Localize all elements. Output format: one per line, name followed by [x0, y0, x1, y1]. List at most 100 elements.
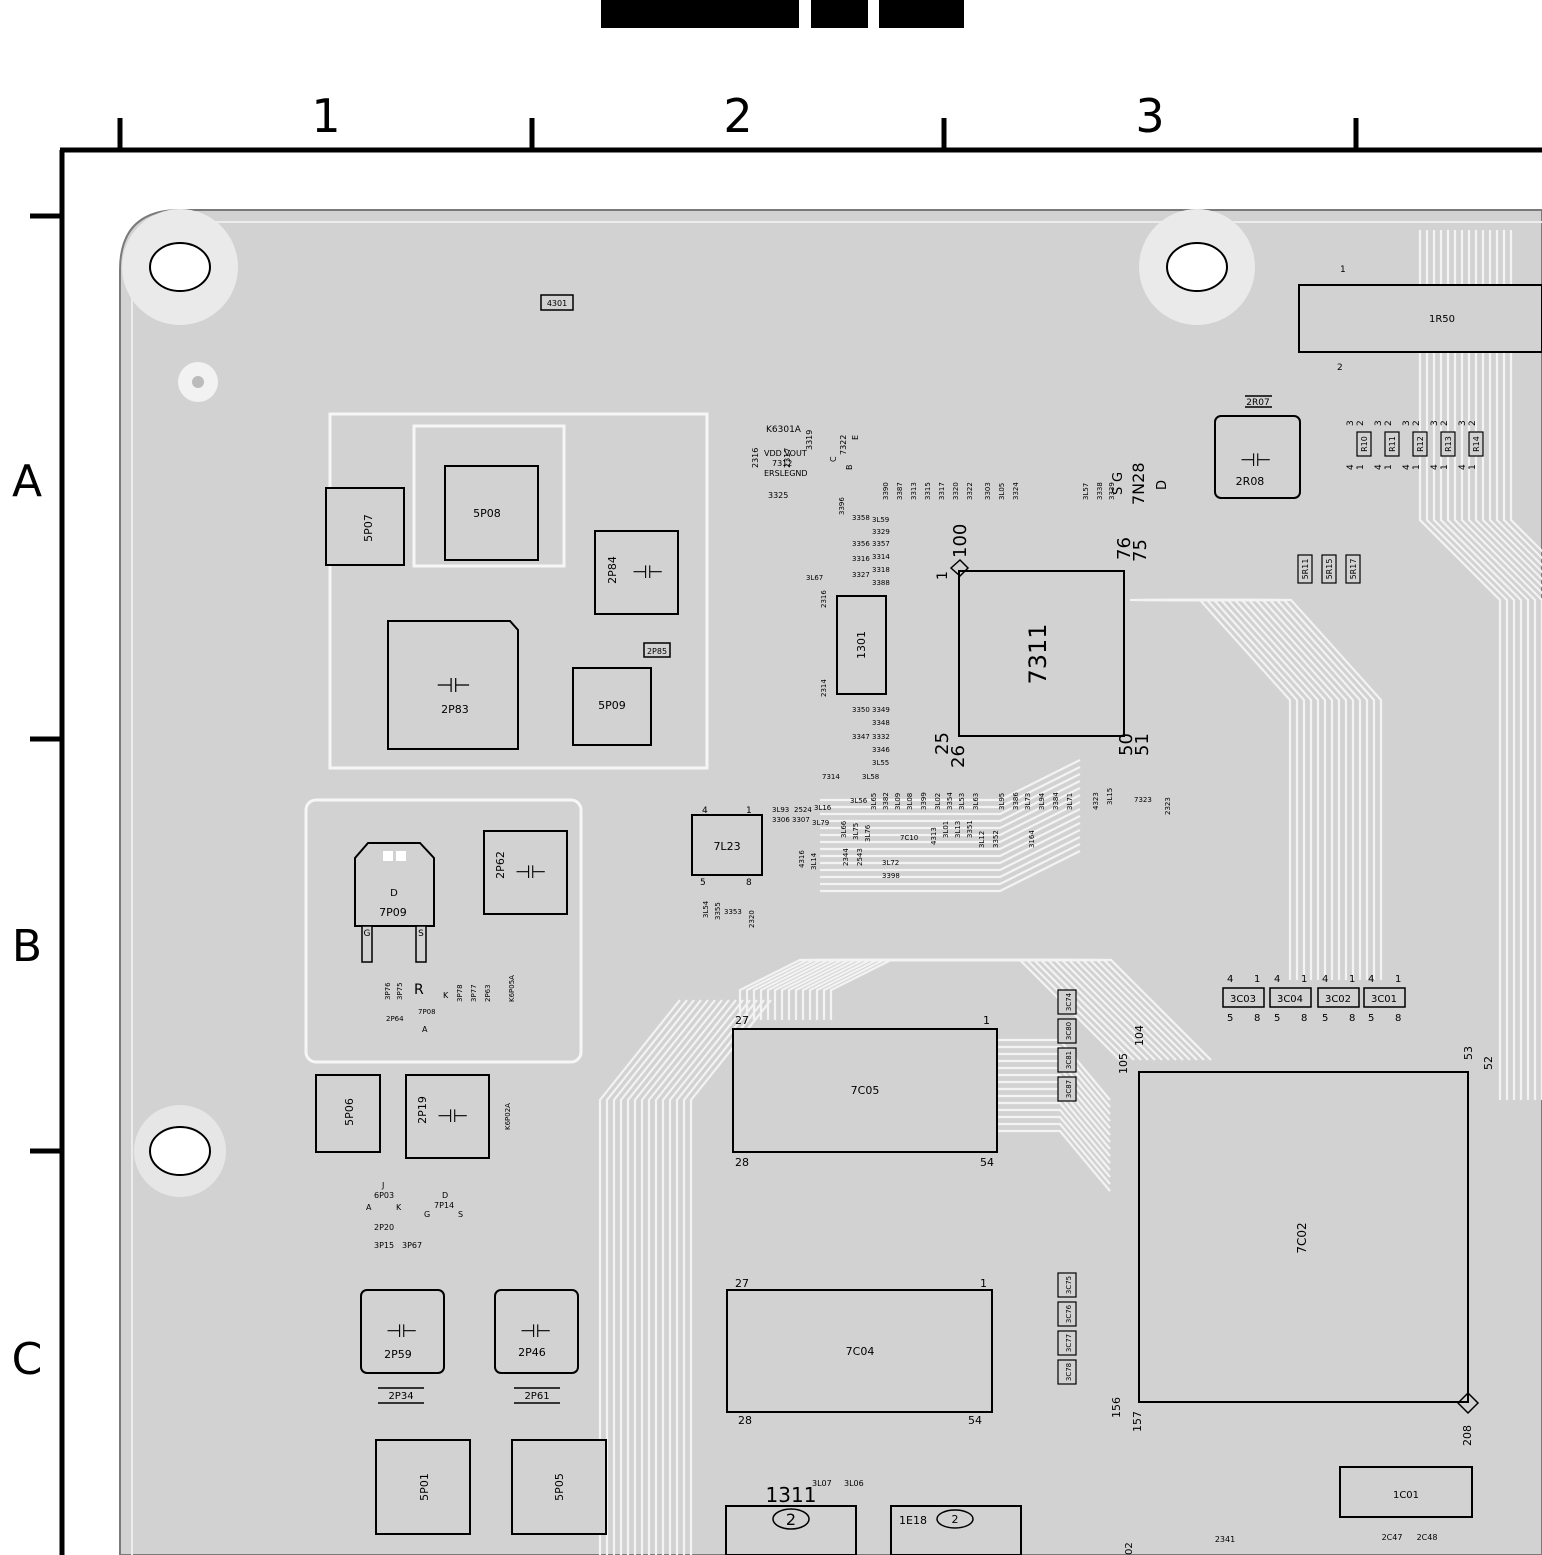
part-label-r3l76: 3L76 [864, 824, 872, 842]
resistor-5r15 [1321, 554, 1337, 584]
svg-text:1301: 1301 [855, 631, 868, 659]
svg-text:76: 76 [1114, 537, 1135, 560]
ic-7311 [958, 570, 1125, 737]
part-label-r3390: 3390 [882, 482, 890, 500]
polarity-icon: ⊣⊢ [437, 1106, 468, 1127]
svg-text:1: 1 [1356, 464, 1366, 470]
resistor-3c78 [1057, 1359, 1077, 1385]
svg-text:2R08: 2R08 [1236, 475, 1265, 488]
rnet-pin-number: 8 [1349, 1013, 1355, 1024]
capacitor-2c47: 2C47 [1382, 1533, 1403, 1542]
part-label-r3l65: 3L65 [870, 793, 878, 810]
column-label-3: 3 [1135, 89, 1164, 143]
mounting-holes [122, 209, 1255, 1197]
svg-text:2P83: 2P83 [441, 703, 469, 716]
part-label-r3387: 3387 [896, 482, 904, 500]
part-label-c2524: 2524 [794, 806, 812, 814]
svg-text:2: 2 [1412, 420, 1422, 426]
svg-text:1E18: 1E18 [899, 1514, 927, 1527]
part-label-r3318: 3318 [872, 566, 890, 574]
part-label-r3l63: 3L63 [972, 793, 980, 810]
rnet-3c02 [1317, 987, 1360, 1008]
part-label-r3327: 3327 [852, 571, 870, 579]
part-label-r3357: 3357 [872, 540, 890, 548]
capacitor-2p61: 2P61 [524, 1391, 549, 1402]
part-label-r3346: 3346 [872, 746, 890, 754]
grid-labels: 1 2 3 A B C [12, 89, 1165, 1385]
svg-text:5R17: 5R17 [1349, 559, 1358, 580]
part-label-q7322: 7322 [839, 435, 848, 455]
row-label-b: B [12, 921, 42, 972]
connector-1311 [725, 1505, 857, 1555]
svg-text:3C80: 3C80 [1065, 1022, 1073, 1040]
part-label-r3l06: 3L06 [844, 1479, 864, 1488]
svg-text:7C04: 7C04 [846, 1345, 875, 1358]
svg-text:2P84: 2P84 [606, 556, 619, 584]
resistor-r14 [1468, 431, 1484, 457]
svg-text:7311: 7311 [1024, 623, 1052, 684]
rnet-pin-number: 4 [1227, 974, 1233, 985]
part-label-k6p05: K6P05A [508, 975, 516, 1002]
svg-text:3: 3 [1430, 420, 1440, 426]
part-label-r3356: 3356 [852, 540, 870, 548]
svg-text:5P01: 5P01 [418, 1473, 431, 1501]
rnet-pin-number: 5 [1227, 1013, 1233, 1024]
svg-text:5R15: 5R15 [1325, 559, 1334, 580]
part-label-r3325: 3325 [768, 491, 788, 500]
part-label-r3l54: 3L54 [702, 900, 710, 918]
part-label-r3306: 3306 [772, 816, 790, 824]
svg-text:R10: R10 [1360, 436, 1369, 452]
svg-text:3C75: 3C75 [1065, 1276, 1073, 1294]
part-label-r3l94: 3L94 [1038, 792, 1046, 810]
part-label-r4316: 4316 [798, 850, 806, 868]
resistor-r13 [1440, 431, 1456, 457]
part-label-r3l16: 3L16 [814, 804, 832, 812]
svg-text:1: 1 [983, 1014, 990, 1027]
rnet-pin-number: 5 [1322, 1013, 1328, 1024]
polarity-icon: ⊣⊢ [436, 673, 471, 697]
svg-text:2: 2 [1468, 420, 1478, 426]
part-label-c2316a: 2316 [751, 448, 760, 468]
part-label-r3388: 3388 [872, 579, 890, 587]
svg-text:100: 100 [950, 524, 971, 558]
rnet-3c01 [1363, 987, 1406, 1008]
jumper-4301 [540, 294, 574, 311]
capacitor-2r07: 2R07 [1246, 398, 1269, 408]
ic-7l23 [691, 814, 763, 876]
svg-text:5R11: 5R11 [1301, 559, 1310, 580]
part-label-q7p14_d: D [442, 1191, 448, 1200]
part-label-r3l56: 3L56 [850, 797, 868, 805]
part-label-r3l95: 3L95 [998, 793, 1006, 810]
resistor-3c80 [1057, 1018, 1077, 1044]
svg-text:3C77: 3C77 [1065, 1334, 1073, 1352]
rnet-pin-number: 4 [1322, 974, 1328, 985]
svg-text:1: 1 [935, 571, 951, 580]
row-label-a: A [12, 456, 42, 507]
rnet-pin-number: 4 [1274, 974, 1280, 985]
part-label-c2p20: 2P20 [374, 1223, 394, 1232]
capacitor-2p62 [483, 830, 568, 915]
connector-1r50 [1298, 284, 1542, 353]
svg-text:2P19: 2P19 [416, 1096, 429, 1124]
part-label-d6p03_k: K [396, 1203, 402, 1212]
ic-7c05 [732, 1028, 998, 1153]
rnet-pin-number: 5 [1274, 1013, 1280, 1024]
part-label-r3348: 3348 [872, 719, 890, 727]
rnet-pin-number: 8 [1301, 1013, 1307, 1024]
svg-text:54: 54 [980, 1156, 994, 1169]
inductor-5p07 [325, 487, 405, 566]
part-label-r3322: 3322 [966, 482, 974, 500]
part-label-c2320: 2320 [748, 910, 756, 928]
rnet-pin-number: 1 [1301, 974, 1307, 985]
inductor-5p09 [572, 667, 652, 746]
svg-text:7P09: 7P09 [379, 906, 407, 919]
part-label-r3p75: 3P75 [396, 982, 404, 1000]
part-label-r3316: 3316 [852, 555, 870, 563]
svg-text:3C74: 3C74 [1065, 992, 1073, 1011]
part-label-r3332: 3332 [872, 733, 890, 741]
part-label-r3l72: 3L72 [882, 859, 899, 867]
part-label-d7p08_k: K [443, 991, 449, 1000]
rnet-pin-number: 1 [1395, 974, 1401, 985]
